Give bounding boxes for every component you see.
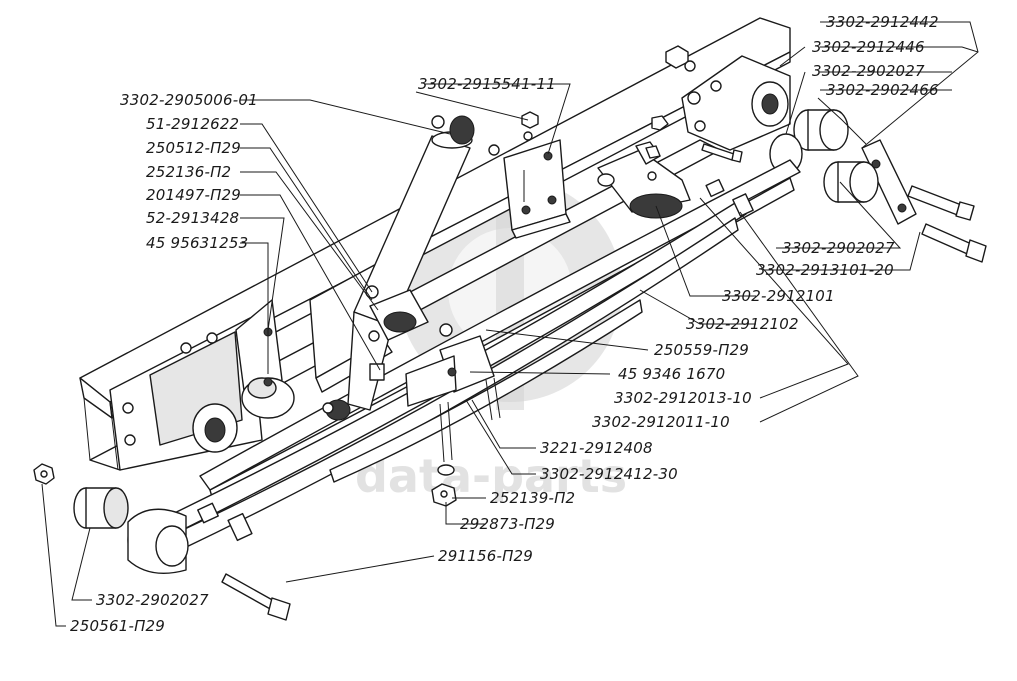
label-3302-2902466: 3302-2902466 (826, 81, 939, 99)
label-3302-2912446: 3302-2912446 (812, 38, 925, 56)
label-252139-p2: 252139-П2 (490, 489, 575, 507)
label-3221-2912408: 3221-2912408 (540, 439, 653, 457)
label-250559-p29: 250559-П29 (654, 341, 749, 359)
label-45-95631253: 45 95631253 (146, 234, 248, 252)
label-3302-2902027-a: 3302-2902027 (812, 62, 925, 80)
label-3302-2913101-20: 3302-2913101-20 (756, 261, 894, 279)
label-3302-2915541-11: 3302-2915541-11 (418, 75, 556, 93)
shock-upper-bracket (503, 111, 571, 239)
label-3302-2912011-10: 3302-2912011-10 (592, 413, 730, 431)
part-labels: 3302-2912442 3302-2912446 3302-2902027 3… (70, 13, 939, 635)
lower-shock-plate (365, 285, 429, 381)
leader-lines (41, 21, 979, 627)
front-spring-bracket (665, 45, 791, 151)
label-45-9346-1670: 45 9346 1670 (618, 365, 725, 383)
label-250561-p29: 250561-П29 (70, 617, 165, 635)
u-bolt-assembly (405, 323, 501, 507)
label-3302-2912102: 3302-2912102 (686, 315, 799, 333)
label-292873-p29: 292873-П29 (460, 515, 555, 533)
label-3302-2902027-b: 3302-2902027 (782, 239, 895, 257)
label-291156-p29: 291156-П29 (438, 547, 533, 565)
label-201497-p29: 201497-П29 (146, 186, 241, 204)
label-51-2912622: 51-2912622 (146, 115, 239, 133)
front-shackle-assembly (701, 109, 987, 263)
label-52-2913428: 52-2913428 (146, 209, 239, 227)
watermark-text: data-parts (355, 449, 627, 503)
leaf-spring (33, 159, 801, 621)
label-3302-2912101: 3302-2912101 (722, 287, 835, 305)
label-3302-2912442: 3302-2912442 (826, 13, 939, 31)
label-3302-2912013-10: 3302-2912013-10 (614, 389, 752, 407)
label-3302-2905006-01: 3302-2905006-01 (120, 91, 258, 109)
label-3302-2902027-c: 3302-2902027 (96, 591, 209, 609)
label-3302-2912412-30: 3302-2912412-30 (540, 465, 678, 483)
label-250512-p29: 250512-П29 (146, 139, 241, 157)
label-252136-p2: 252136-П2 (146, 163, 231, 181)
rear-spring-bracket (109, 299, 295, 471)
shock-absorber (322, 115, 500, 421)
